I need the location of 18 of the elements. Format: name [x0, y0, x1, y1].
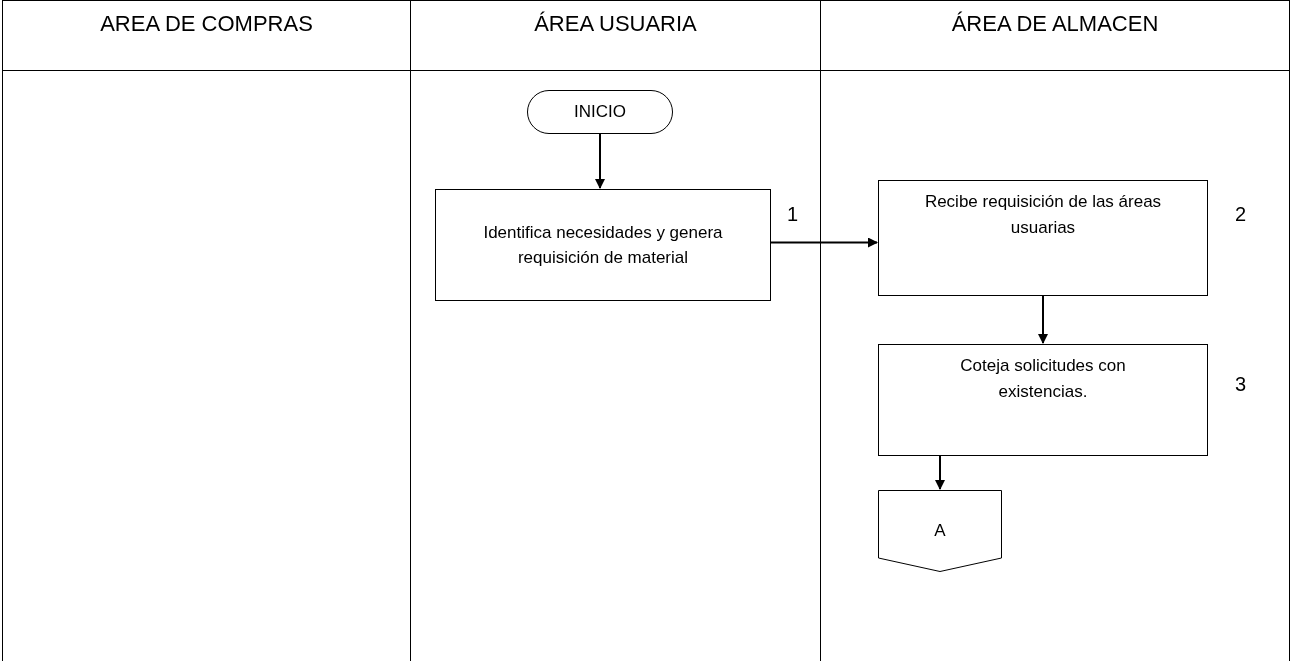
step-number: 2: [1235, 203, 1247, 226]
swimlane: [2, 0, 411, 661]
arrow: [595, 133, 605, 189]
off-page-connector: [878, 490, 1002, 572]
process-box: Recibe requisición de las áreas usuarias: [878, 180, 1208, 296]
step-number: 1: [787, 203, 799, 226]
connector-label: A: [934, 520, 946, 543]
arrow: [1038, 295, 1048, 344]
lane-header: ÁREA USUARIA: [411, 1, 820, 71]
lane-header: ÁREA DE ALMACEN: [821, 1, 1289, 71]
swimlane: [820, 0, 1290, 661]
arrow: [935, 455, 945, 490]
process-box: Identifica necesidades y genera requisición de material: [435, 189, 771, 301]
arrow: [770, 237, 878, 248]
process-box: Coteja solicitudes con existencias.: [878, 344, 1208, 456]
lane-header: AREA DE COMPRAS: [3, 1, 410, 71]
step-number: 3: [1235, 373, 1247, 396]
terminator: INICIO: [527, 90, 673, 134]
